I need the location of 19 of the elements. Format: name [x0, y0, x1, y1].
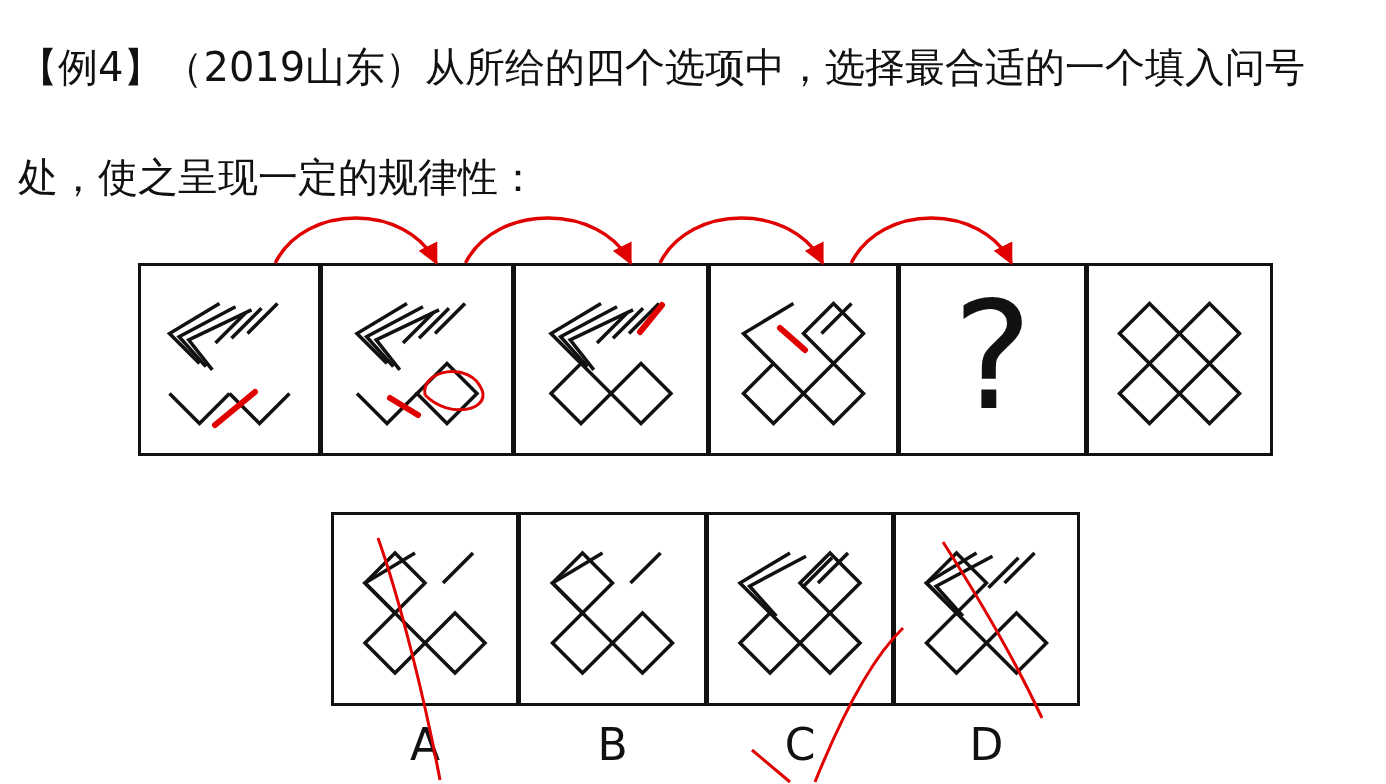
curved-arrow — [658, 216, 825, 265]
curved-arrow — [273, 216, 438, 265]
figure-panel — [331, 512, 519, 706]
figure-panel — [138, 263, 321, 456]
figure-panel — [706, 512, 894, 706]
question-panel — [898, 263, 1087, 456]
question-text: 【例4】（2019山东）从所给的四个选项中，选择最合适的一个填入问号处，使之呈现一定的规律性： — [18, 43, 1307, 202]
figure-panel — [1086, 263, 1273, 456]
option-letter: D — [968, 720, 1005, 770]
figure-panel — [518, 512, 707, 706]
curved-arrow — [464, 216, 633, 265]
figure-panel — [893, 512, 1080, 706]
figure-panel — [708, 263, 899, 456]
figure-panel — [320, 263, 514, 456]
option-letter: C — [783, 720, 817, 770]
curved-arrow — [849, 216, 1013, 265]
question-mark: ? — [951, 268, 1034, 445]
figure-panel — [513, 263, 709, 456]
option-letter: B — [596, 720, 629, 770]
